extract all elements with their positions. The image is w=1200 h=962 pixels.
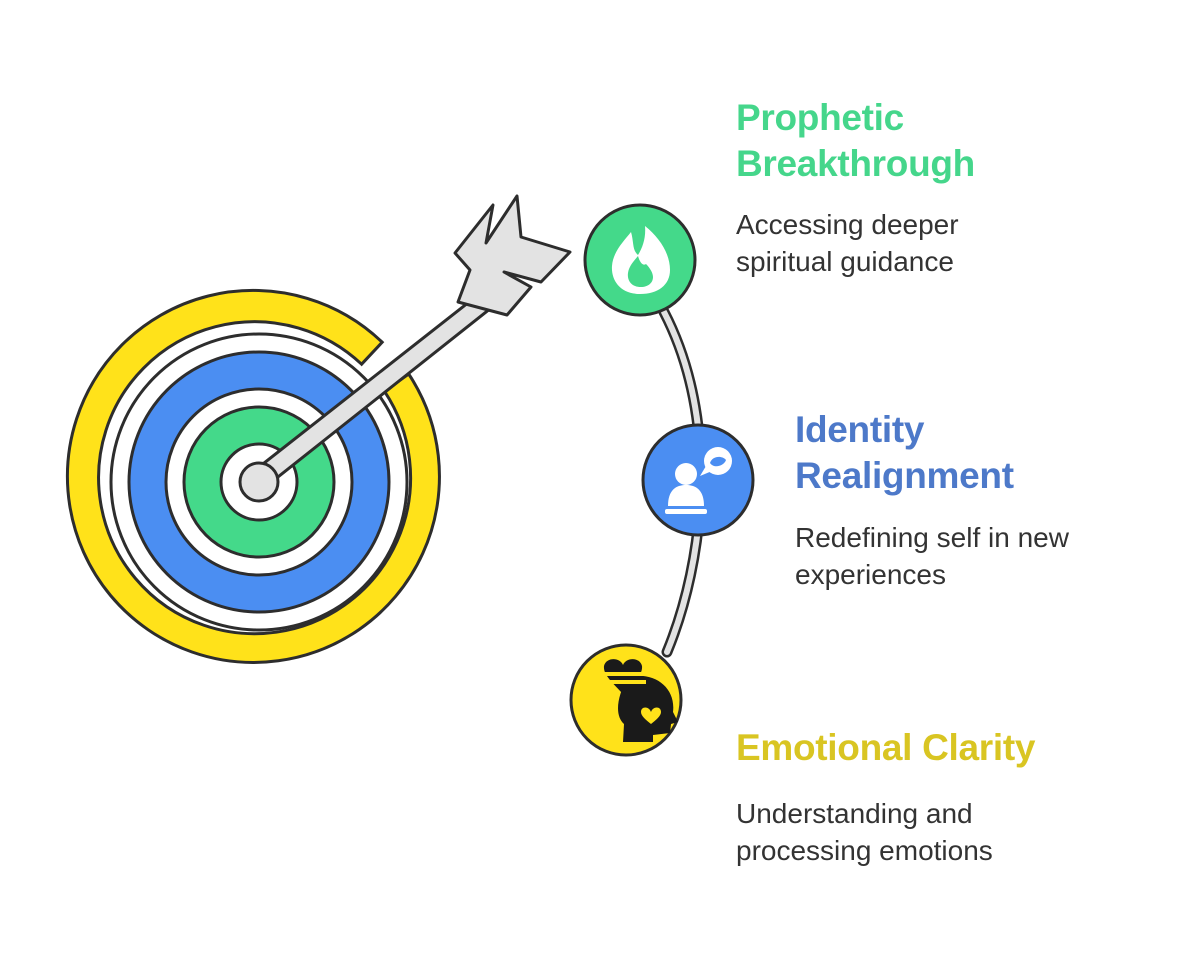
- desc-line: Accessing deeper: [736, 209, 959, 240]
- title-emotional-clarity: Emotional Clarity: [736, 725, 1156, 771]
- desc-line: Understanding and: [736, 798, 973, 829]
- desc-line: experiences: [795, 559, 946, 590]
- flame-icon: [611, 226, 670, 294]
- target-ring-yellow: [66, 288, 441, 664]
- desc-identity-realignment: Redefining self in new experiences: [795, 519, 1175, 593]
- title-line: Emotional Clarity: [736, 727, 1036, 768]
- arrow-fletching: [453, 194, 572, 317]
- node-prophetic-breakthrough: [583, 203, 697, 317]
- node-identity-realignment: [641, 423, 755, 537]
- desc-line: processing emotions: [736, 835, 993, 866]
- desc-emotional-clarity: Understanding and processing emotions: [736, 795, 1076, 869]
- title-line: Realignment: [795, 455, 1014, 496]
- title-line: Prophetic: [736, 97, 904, 138]
- desc-prophetic-breakthrough: Accessing deeper spiritual guidance: [736, 206, 1066, 280]
- title-identity-realignment: Identity Realignment: [795, 407, 1115, 499]
- desc-line: Redefining self in new: [795, 522, 1069, 553]
- node-emotional-clarity: [569, 643, 683, 757]
- title-prophetic-breakthrough: Prophetic Breakthrough: [736, 95, 1056, 187]
- title-line: Identity: [795, 409, 925, 450]
- arrow-tip: [238, 461, 280, 503]
- title-line: Breakthrough: [736, 143, 975, 184]
- arrow: [238, 194, 572, 503]
- desc-line: spiritual guidance: [736, 246, 954, 277]
